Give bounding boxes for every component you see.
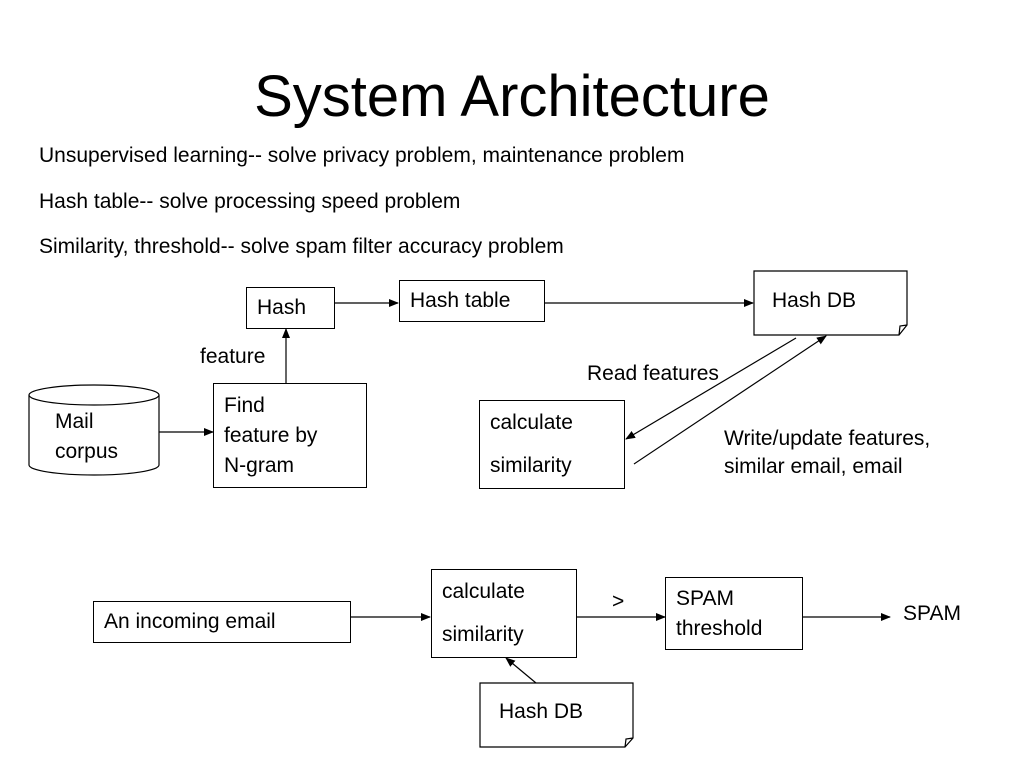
find-feature-line-3: N-gram bbox=[224, 453, 295, 477]
hash-db-bottom-label: Hash DB bbox=[499, 700, 584, 723]
hash-box: Hash bbox=[246, 287, 335, 329]
arrow-hashdb-to-calc bbox=[505, 657, 537, 684]
spam-output-label: SPAM bbox=[903, 602, 961, 625]
hash-table-label: Hash table bbox=[410, 289, 511, 312]
calc-similarity-bottom-box: calculate similarity bbox=[431, 569, 577, 658]
calc-similarity-bottom-line-1: calculate bbox=[442, 579, 525, 603]
find-feature-box: Find feature by N-gram bbox=[213, 383, 367, 488]
mail-corpus-cylinder bbox=[28, 384, 160, 476]
arrow-read-features bbox=[625, 337, 797, 440]
mail-corpus-label: Mail corpus bbox=[55, 407, 118, 467]
write-update-line-1: Write/update features, bbox=[724, 427, 931, 450]
hash-db-bottom-shape bbox=[479, 682, 634, 748]
read-features-label: Read features bbox=[587, 362, 719, 385]
greater-than-label: > bbox=[612, 590, 625, 613]
find-feature-line-2: feature by bbox=[224, 423, 318, 447]
calc-similarity-top-box: calculate similarity bbox=[479, 400, 625, 489]
bullet-similarity-threshold: Similarity, threshold-- solve spam filte… bbox=[39, 235, 564, 258]
hash-box-label: Hash bbox=[257, 296, 307, 319]
find-feature-line-1: Find bbox=[224, 393, 265, 417]
spam-threshold-line-2: threshold bbox=[676, 616, 763, 640]
spam-threshold-box: SPAM threshold bbox=[665, 577, 803, 650]
slide-title: System Architecture bbox=[254, 64, 770, 129]
spam-threshold-line-1: SPAM bbox=[676, 586, 734, 610]
arrow-write-update-features bbox=[633, 335, 827, 465]
feature-label: feature bbox=[200, 345, 266, 368]
calc-similarity-top-line-1: calculate bbox=[490, 410, 573, 434]
hash-db-top-label: Hash DB bbox=[772, 289, 857, 312]
calc-similarity-bottom-line-2: similarity bbox=[442, 623, 524, 647]
mail-corpus-line-2: corpus bbox=[55, 440, 119, 463]
write-update-line-2: similar email, email bbox=[724, 455, 903, 478]
hash-db-top-shape bbox=[753, 270, 908, 336]
incoming-email-label: An incoming email bbox=[104, 610, 276, 633]
calc-similarity-top-line-2: similarity bbox=[490, 454, 572, 478]
bullet-unsupervised-learning: Unsupervised learning-- solve privacy pr… bbox=[39, 144, 685, 167]
mail-corpus-line-1: Mail bbox=[55, 410, 94, 433]
incoming-email-box: An incoming email bbox=[93, 601, 351, 643]
bullet-hash-table: Hash table-- solve processing speed prob… bbox=[39, 190, 461, 213]
hash-table-box: Hash table bbox=[399, 280, 545, 322]
write-update-label: Write/update features, similar email, em… bbox=[724, 425, 930, 481]
